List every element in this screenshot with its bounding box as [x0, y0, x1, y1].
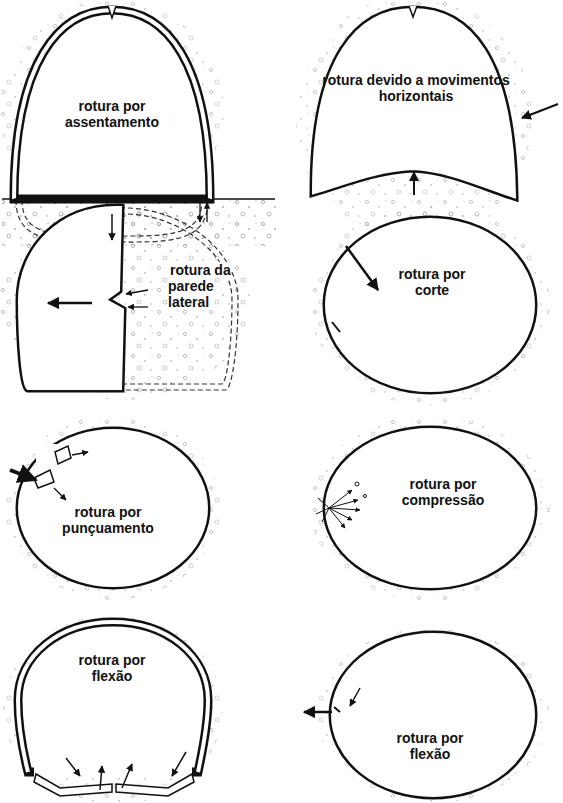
tunnel-bending-invert — [116, 774, 194, 796]
tunnel-settlement — [14, 198, 210, 200]
tunnel-bending-invert — [18, 622, 208, 772]
failure-label: rotura por corte — [399, 266, 466, 298]
tunnel-punching — [54, 488, 66, 500]
tunnel-horizontal — [413, 172, 415, 195]
tunnel-horizontal — [314, 10, 514, 196]
tunnel-punching — [34, 470, 54, 488]
tunnel-side-wall — [120, 214, 232, 384]
ground-texture — [0, 200, 250, 400]
tunnel-settlement — [14, 10, 210, 199]
tunnel-horizontal — [409, 6, 417, 17]
ground-texture — [0, 0, 550, 803]
tunnel-side-wall — [126, 290, 148, 294]
tunnel-bending-invert — [34, 765, 192, 777]
tunnel-compression — [355, 482, 359, 486]
tunnel-punching — [36, 444, 70, 474]
tunnel-punching — [20, 431, 206, 585]
tunnel-compression — [318, 498, 329, 508]
tunnel-horizontal — [522, 104, 558, 118]
ground-texture — [5, 416, 221, 600]
tunnel-side-wall — [111, 214, 113, 240]
tunnel-settlement — [206, 203, 207, 222]
tunnel-compression — [322, 508, 329, 522]
tunnel-bending-wall — [333, 635, 533, 795]
failure-label: rotura por punçuamento — [62, 504, 154, 536]
label-holder: rotura devido a movimentos horizontais — [322, 72, 510, 104]
label-holder: rotura por assentamento — [52, 98, 172, 130]
label-holder: rotura por flexão — [378, 730, 482, 762]
failure-label: rotura por flexão — [79, 652, 146, 684]
tunnel-horizontal — [314, 10, 514, 196]
tunnel-compression — [329, 508, 360, 510]
tunnel-shear — [332, 322, 340, 332]
tunnel-shear — [346, 246, 378, 290]
tunnel-compression — [316, 430, 533, 586]
label-holder: rotura por flexão — [60, 652, 164, 684]
tunnel-bending-invert — [18, 622, 208, 772]
tunnel-shear — [327, 220, 533, 390]
ground-texture — [3, 615, 223, 803]
tunnel-side-wall — [120, 208, 238, 390]
tunnel-settlement — [199, 202, 200, 222]
tunnel-punching — [55, 446, 71, 464]
tunnel-compression — [329, 508, 352, 520]
tunnel-punching — [10, 431, 206, 585]
tunnel-bending-wall — [350, 688, 360, 706]
label-holder: rotura por punçuamento — [50, 504, 166, 536]
tunnel-punching — [10, 470, 36, 480]
tunnel-compression — [327, 430, 533, 586]
tunnel-compression — [329, 508, 345, 528]
tunnel-compression — [329, 500, 358, 508]
tunnel-bending-invert — [172, 752, 186, 776]
failure-label: rotura por assentamento — [65, 98, 159, 130]
label-holder: rotura por compressão — [388, 476, 498, 508]
tunnel-horizontal — [314, 6, 558, 196]
tunnel-bending-wall — [334, 707, 340, 712]
tunnel-bending-invert — [100, 766, 102, 790]
tunnel-bending-wall — [304, 635, 533, 795]
tunnel-compression — [364, 495, 367, 498]
label-holder: rotura por corte — [384, 266, 480, 298]
label-holder: rotura da parede lateral — [168, 262, 242, 310]
ground-texture — [310, 415, 550, 601]
failure-label: rotura devido a movimentos horizontais — [322, 72, 509, 104]
tunnel-settlement — [2, 198, 275, 200]
tunnel-punching — [20, 431, 206, 585]
failure-label: rotura da parede lateral — [168, 262, 231, 310]
ground-texture — [317, 627, 549, 803]
failure-label: rotura por flexão — [397, 730, 464, 762]
tunnel-settlement — [2, 6, 275, 242]
tunnel-side-wall — [20, 208, 122, 388]
tunnel-compression — [316, 490, 360, 528]
tunnel-compression — [327, 430, 533, 586]
tunnel-shear — [327, 220, 533, 390]
tunnel-bending-invert — [18, 622, 208, 796]
tunnel-settlement — [14, 10, 210, 199]
tunnel-settlement — [108, 6, 116, 18]
failure-label: rotura por compressão — [402, 476, 484, 508]
tunnel-side-wall — [48, 302, 92, 305]
tunnel-side-wall — [20, 208, 238, 390]
ground-texture — [310, 205, 550, 405]
tunnel-shear — [327, 220, 533, 390]
tunnel-bending-invert — [66, 758, 80, 776]
tunnel-side-wall — [20, 208, 122, 388]
tunnel-punching — [72, 452, 88, 455]
tunnel-bending-invert — [122, 764, 132, 788]
tunnel-bending-wall — [333, 635, 533, 795]
tunnel-side-wall — [128, 306, 148, 307]
ground-texture — [0, 0, 224, 220]
tunnel-bending-wall — [304, 711, 332, 714]
